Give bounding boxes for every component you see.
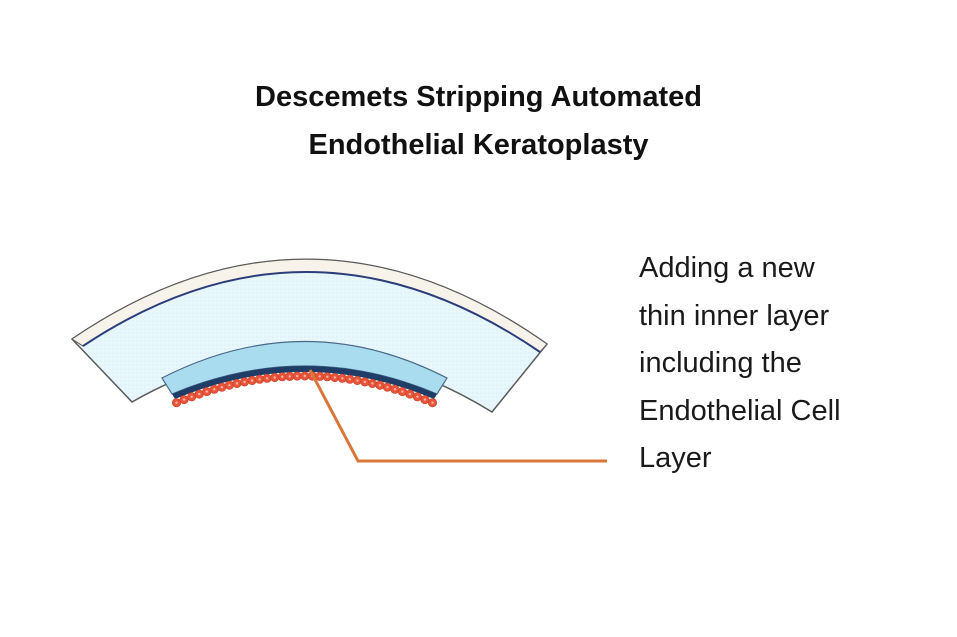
endothelial-cell-nucleus <box>243 380 246 384</box>
endothelial-cell-nucleus <box>205 390 208 393</box>
descemet-membrane <box>172 366 437 399</box>
endothelial-cell-nucleus <box>198 392 201 396</box>
endothelial-cell-nucleus <box>378 384 382 387</box>
endothelial-cell-nucleus <box>258 378 261 381</box>
caption-line-4: Endothelial Cell <box>639 394 841 427</box>
endothelial-cell-nucleus <box>228 384 231 387</box>
endothelial-cell-nucleus <box>416 395 419 398</box>
caption-line-5: Layer <box>639 442 712 474</box>
endothelial-cell-layer <box>172 371 437 408</box>
endothelial-cell-nucleus <box>213 388 216 391</box>
endothelial-cell-nucleus <box>318 375 321 378</box>
endothelial-cell-nucleus <box>423 398 427 401</box>
cornea-stroma <box>70 258 549 413</box>
diagram-title: Descemets Stripping Automated Endothelia… <box>0 73 957 169</box>
caption-text: Adding a new thin inner layer including … <box>639 245 949 483</box>
endothelial-cell-nucleus <box>341 377 344 380</box>
endothelial-cell-nucleus <box>182 398 186 401</box>
endothelial-cell-nucleus <box>371 382 374 385</box>
endothelial-cell-nucleus <box>273 376 276 379</box>
endothelial-cell-nucleus <box>220 386 224 389</box>
endothelial-cell-nucleus <box>265 377 269 380</box>
endothelial-cell-nucleus <box>235 382 239 385</box>
endothelial-cell-nucleus <box>401 390 404 393</box>
endothelial-cell-nucleus <box>333 376 336 379</box>
endothelial-cell-nucleus <box>250 379 254 382</box>
endothelial-cell-nucleus <box>281 375 284 378</box>
endothelial-cell-nucleus <box>356 379 359 382</box>
endothelial-cell-nucleus <box>288 375 291 378</box>
cornea-inner-line <box>82 271 541 353</box>
endothelial-cell-nucleus <box>408 392 412 396</box>
caption-line-1: Adding a new <box>639 252 815 284</box>
endothelial-cell-nucleus <box>431 401 434 404</box>
pointer-line <box>308 369 607 463</box>
endothelial-cell-nucleus <box>393 388 397 391</box>
caption-line-3: including the <box>639 347 802 379</box>
endothelial-cell-nucleus <box>190 395 193 398</box>
endothelial-cell-nucleus <box>348 378 351 381</box>
title-line-2: Endothelial Keratoplasty <box>308 129 649 161</box>
endothelial-cell-nucleus <box>175 401 178 404</box>
endothelial-cell-nucleus <box>386 386 389 389</box>
caption-line-2: thin inner layer <box>639 299 830 332</box>
endothelial-cell-nucleus <box>296 374 299 378</box>
endothelial-cell-nucleus <box>326 375 329 378</box>
endothelial-cell-nucleus <box>363 380 367 384</box>
title-line-1: Descemets Stripping Automated <box>255 81 702 113</box>
endothelial-cell-nucleus <box>303 374 306 378</box>
